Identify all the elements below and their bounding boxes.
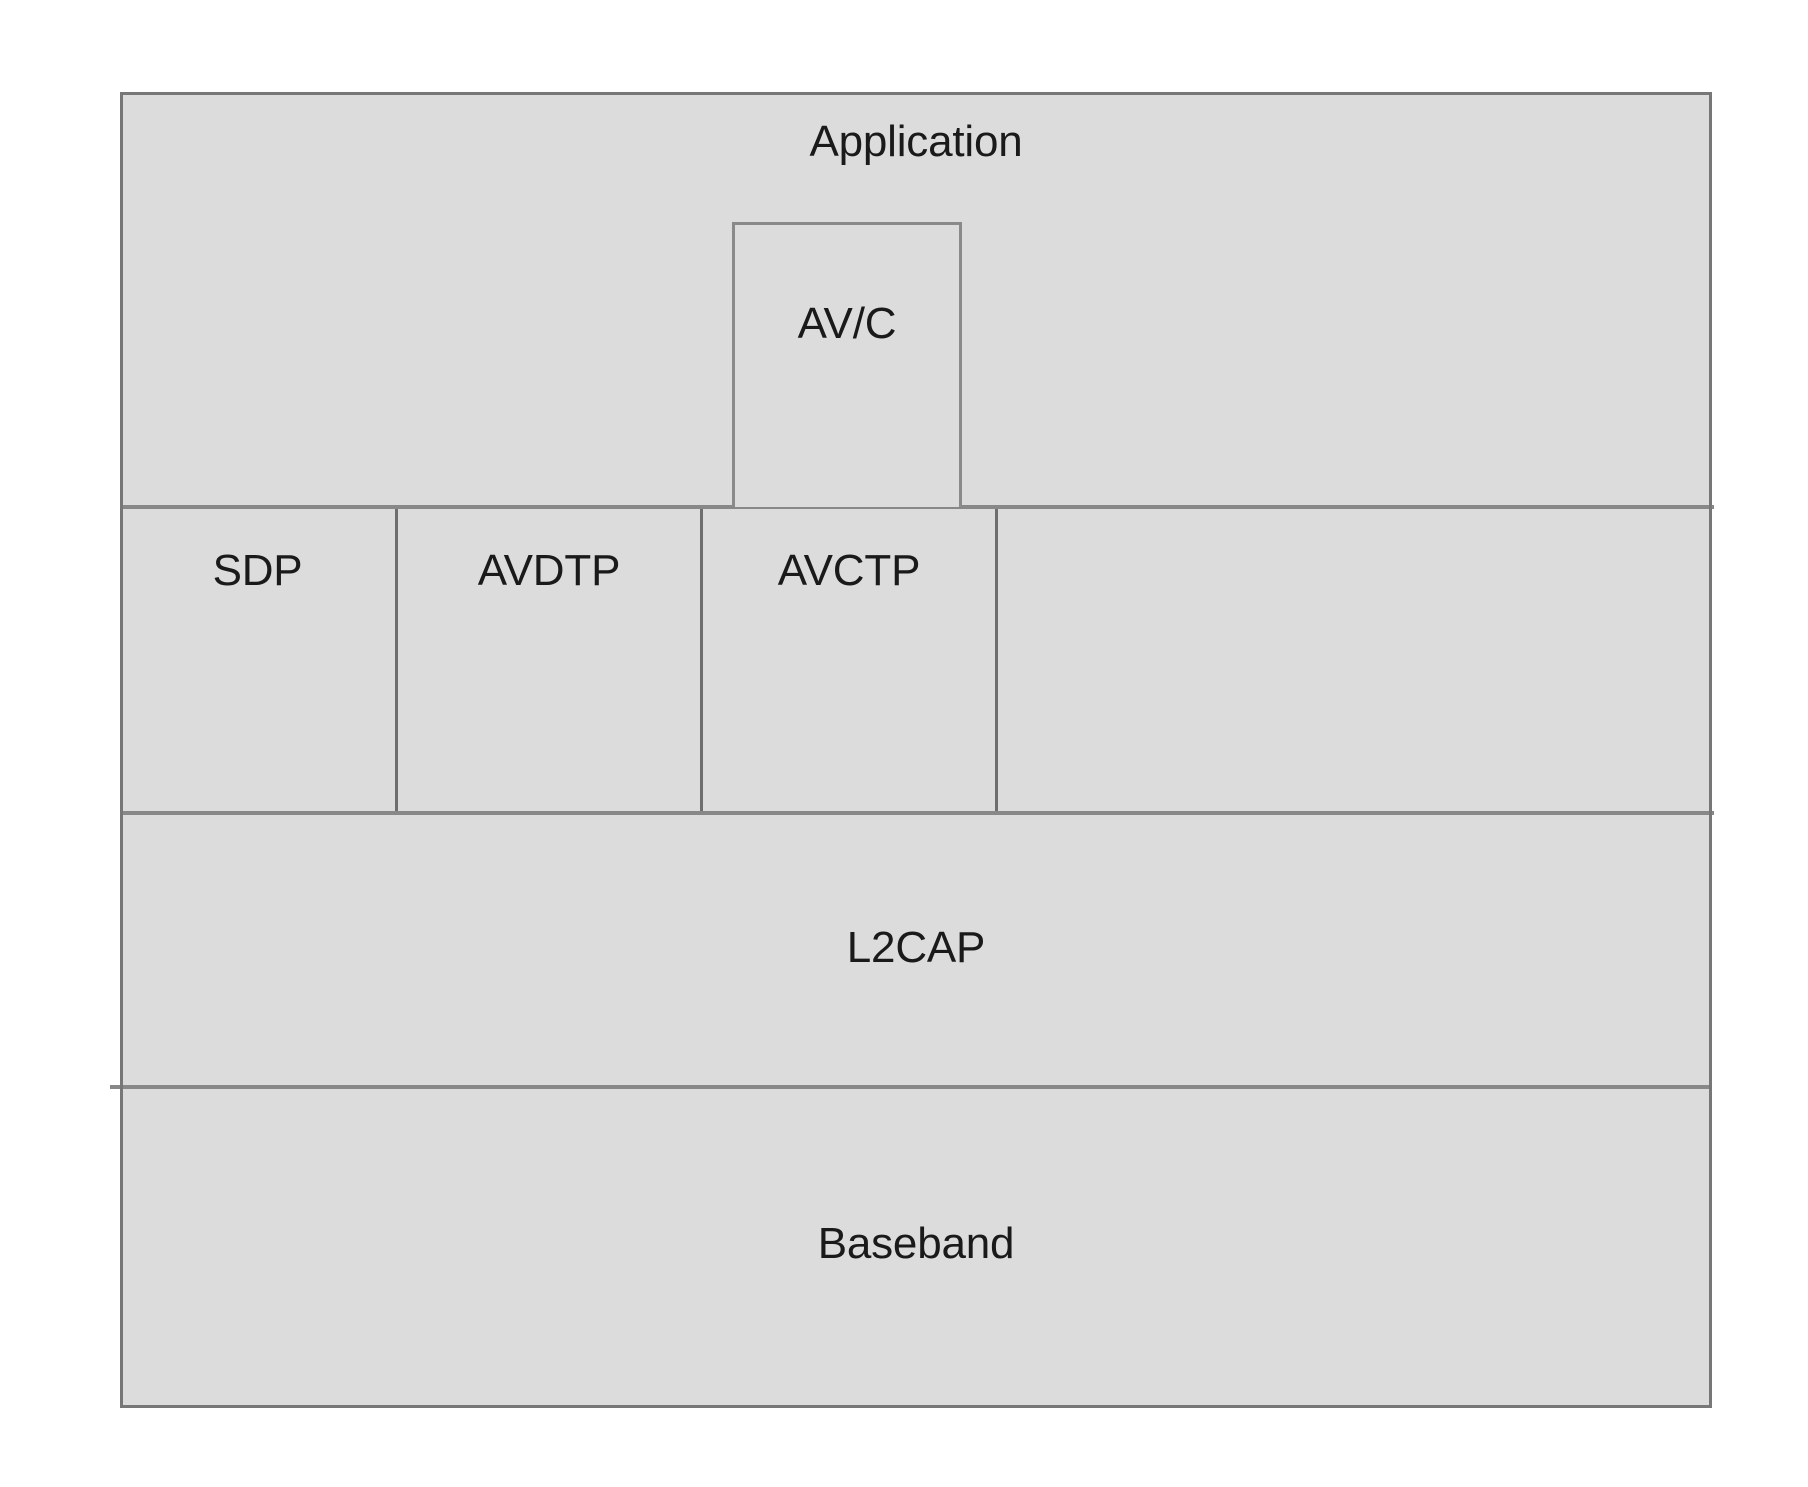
layer-l2cap-label: L2CAP — [846, 923, 986, 972]
protocol-box-empty — [998, 507, 1712, 813]
layer-baseband: Baseband — [120, 1087, 1712, 1408]
protocol-box-avc-label: AV/C — [797, 299, 897, 348]
layer-l2cap: L2CAP — [120, 813, 1712, 1087]
protocol-box-sdp-label: SDP — [212, 546, 303, 595]
protocol-box-avdtp-label: AVDTP — [477, 546, 621, 595]
protocol-box-avdtp: AVDTP — [398, 507, 703, 813]
separator-middle-l2cap — [120, 811, 1714, 815]
protocol-box-avctp-label: AVCTP — [777, 546, 921, 595]
layer-application-label: Application — [809, 117, 1023, 166]
protocol-box-avc: AV/C — [732, 222, 962, 507]
protocol-box-sdp: SDP — [120, 507, 398, 813]
diagram-outer-frame — [120, 92, 1712, 1408]
separator-application-middle — [120, 505, 1714, 509]
protocol-box-avctp: AVCTP — [703, 507, 998, 813]
separator-l2cap-baseband — [110, 1085, 1710, 1089]
layer-baseband-label: Baseband — [817, 1219, 1015, 1268]
